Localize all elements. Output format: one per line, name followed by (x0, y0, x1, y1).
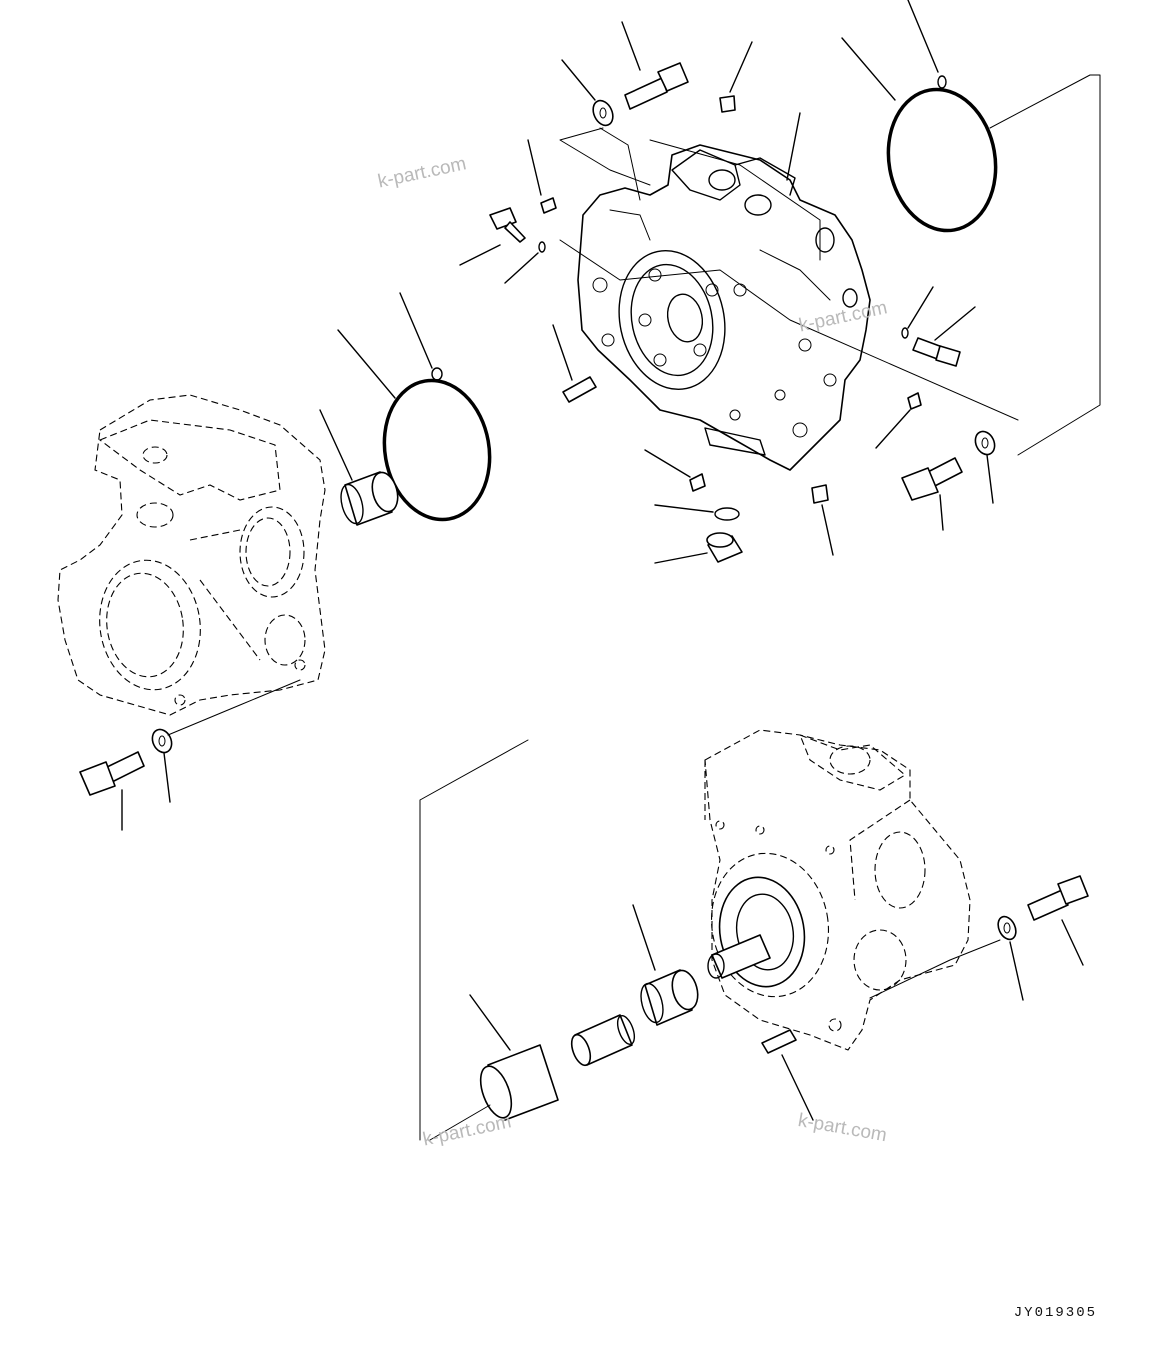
plug-left (540, 197, 557, 214)
washer-right (974, 430, 996, 456)
fitting-left (489, 207, 526, 243)
front-pump-body-reference (57, 394, 326, 716)
bolt-top (624, 62, 689, 110)
bolt-lower-right (1027, 875, 1089, 921)
dowel-pin-lower (761, 1029, 797, 1054)
leader-lines (121, 0, 1101, 1141)
plug-center (811, 484, 829, 504)
bearing-upper (340, 471, 399, 526)
bearing-lower (640, 969, 699, 1026)
sleeve-large (479, 1044, 559, 1121)
cap-fitting (706, 532, 743, 563)
plug-top (719, 95, 736, 113)
o-ring-small-parts (431, 75, 947, 521)
end-cover-housing (577, 144, 871, 471)
figure-code: JY019305 (1013, 1305, 1097, 1321)
bolt-left (79, 751, 145, 796)
washer-lower-right (997, 915, 1017, 941)
fitting-right (912, 337, 961, 367)
plug-bottom (689, 473, 706, 492)
rear-pump-body-reference (704, 729, 971, 1051)
needle-bushing (570, 1014, 636, 1067)
drive-shaft-assembly (707, 876, 806, 988)
washer-left (151, 728, 173, 754)
o-ring-large-middle (382, 378, 492, 522)
o-ring-large-upper (886, 87, 998, 233)
dowel-pin-upper (562, 376, 597, 403)
washer-top (592, 99, 614, 127)
bolt-right (901, 457, 963, 501)
plug-right (907, 392, 922, 410)
